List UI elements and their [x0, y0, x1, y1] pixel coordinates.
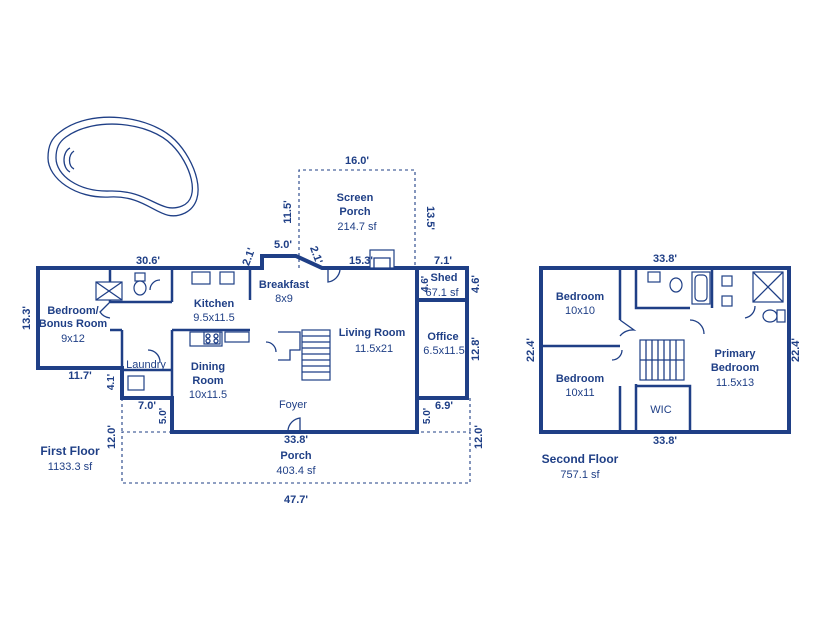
- dim-porch-left-height: 12.0': [106, 425, 118, 449]
- laundry-label: Laundry: [126, 359, 166, 371]
- pool-icon: [47, 116, 199, 217]
- second-floor-area: 757.1 sf: [560, 469, 600, 481]
- dim-breakfast-right: 2.1': [307, 245, 325, 266]
- stairs-icon-2: [639, 339, 685, 381]
- foyer-label: Foyer: [279, 399, 307, 411]
- first-floor-walls: [36, 254, 469, 434]
- bedroom-3-label: Bedroom: [556, 373, 605, 385]
- bedroom-bonus-size: 9x12: [61, 333, 85, 345]
- dishwasher-icon: [219, 271, 235, 285]
- dim-screen-left: 11.5': [282, 200, 294, 224]
- dining-label-1: Dining: [191, 361, 225, 373]
- porch-label: Porch: [280, 450, 311, 462]
- screen-porch-label-2: Porch: [339, 206, 370, 218]
- dim-breakfast-left: 2.1': [240, 246, 258, 267]
- dim-porch-right-top: 6.9': [435, 400, 453, 412]
- dim-porch-right-height: 12.0': [473, 425, 485, 449]
- dim-screen-right: 13.5': [424, 206, 436, 230]
- shed-label: Shed: [431, 272, 458, 284]
- dining-label-2: Room: [192, 375, 223, 387]
- dim-second-left: 22.4': [525, 338, 537, 362]
- dim-laundry-step: 4.1': [106, 374, 117, 390]
- dim-office-right: 12.8': [470, 337, 482, 361]
- first-floor-area: 1133.3 sf: [48, 461, 93, 473]
- dim-laundry-bottom: 11.7': [68, 370, 92, 382]
- dim-porch-left-step: 5.0': [158, 408, 169, 424]
- bedroom-bonus-label-1: Bedroom/: [47, 305, 98, 317]
- sink-icon: [191, 271, 211, 285]
- breakfast-size: 8x9: [275, 293, 293, 305]
- screen-porch-outline: [298, 169, 416, 268]
- bedroom-bonus-label-2: Bonus Room: [39, 318, 108, 330]
- second-floor-fixtures: [611, 271, 786, 381]
- primary-bedroom-size: 11.5x13: [716, 377, 754, 389]
- dim-first-bottom: 33.8': [284, 434, 308, 446]
- dim-second-top: 33.8': [653, 253, 677, 265]
- screen-porch-label-1: Screen: [337, 192, 374, 204]
- second-floor-label: Second Floor: [542, 452, 619, 466]
- wic-label: WIC: [650, 404, 671, 416]
- dim-shed-left: 4.6': [420, 276, 431, 292]
- dim-shed-top: 7.1': [434, 255, 452, 267]
- living-room-size: 11.5x21: [355, 343, 393, 355]
- dim-porch-right-step: 5.0': [422, 408, 433, 424]
- dim-second-bottom: 33.8': [653, 435, 677, 447]
- dim-porch-total: 47.7': [284, 494, 308, 506]
- screen-porch-area: 214.7 sf: [337, 221, 377, 233]
- dim-second-right: 22.4': [790, 338, 802, 362]
- breakfast-label: Breakfast: [259, 279, 309, 291]
- dim-living-top: 15.3': [349, 255, 373, 267]
- bedroom-2-size: 10x10: [565, 305, 595, 317]
- primary-bedroom-label-1: Primary: [715, 348, 757, 360]
- sink-icon-2: [647, 271, 661, 283]
- toilet-icon-2: [669, 277, 683, 293]
- kitchen-label: Kitchen: [194, 298, 235, 310]
- door-swing-icon: [327, 268, 341, 283]
- bedroom-2-label: Bedroom: [556, 291, 605, 303]
- second-floor-walls: [539, 266, 791, 434]
- first-floor-fixtures: [95, 249, 395, 432]
- toilet-icon: [134, 272, 146, 282]
- office-size: 6.5x11.5: [423, 345, 464, 357]
- washer-icon: [127, 375, 145, 391]
- dim-shed-right: 4.6': [470, 275, 482, 293]
- shed-area: 67.1 sf: [425, 287, 459, 299]
- office-label: Office: [427, 331, 458, 343]
- fireplace-icon: [369, 249, 395, 269]
- kitchen-size: 9.5x11.5: [193, 312, 234, 324]
- dim-breakfast-top: 5.0': [274, 239, 292, 251]
- dim-screen-width: 16.0': [345, 155, 369, 167]
- bedroom-3-size: 10x11: [565, 387, 594, 399]
- stove-icon: [203, 331, 221, 345]
- primary-bedroom-label-2: Bedroom: [711, 362, 760, 374]
- stairs-icon: [278, 329, 331, 381]
- porch-area: 403.4 sf: [276, 465, 316, 477]
- dining-size: 10x11.5: [189, 389, 227, 401]
- living-room-label: Living Room: [339, 327, 406, 339]
- first-floor-label: First Floor: [40, 444, 100, 458]
- dim-first-top-left: 30.6': [136, 255, 160, 267]
- dim-first-left: 13.3': [21, 306, 33, 330]
- dim-porch-left-top: 7.0': [138, 400, 156, 412]
